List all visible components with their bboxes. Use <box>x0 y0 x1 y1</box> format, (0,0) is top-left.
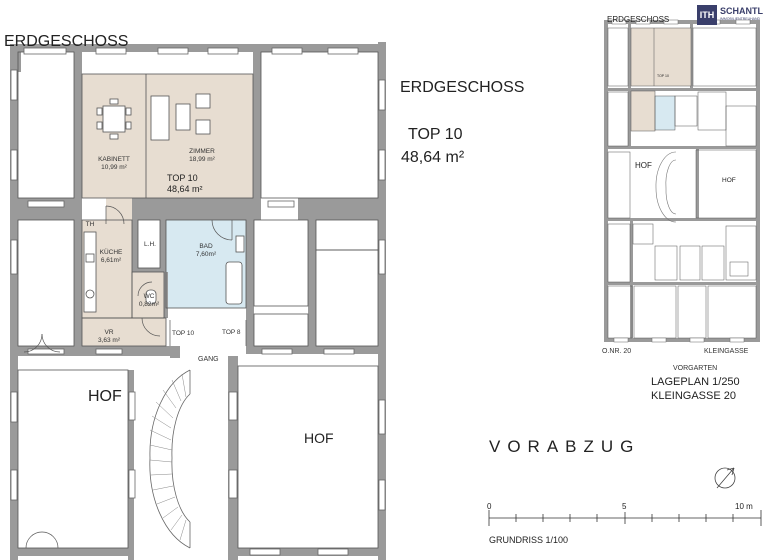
room-vr-area: 3,63 m² <box>97 337 121 344</box>
room-lh-name: L.H. <box>144 241 156 248</box>
front-garden-label: VORGARTEN <box>673 365 718 372</box>
room-kabinett-area: 10,99 m² <box>101 164 127 171</box>
door-label-top10: TOP 10 <box>172 330 195 337</box>
corridor-label: GANG <box>198 356 219 363</box>
logo-name: SCHANTL <box>720 6 763 16</box>
street-name: KLEINGASSE <box>704 348 749 355</box>
courtyard-right-label: HOF <box>304 430 334 446</box>
vr-fill <box>82 318 166 348</box>
room-bad-name: BAD <box>199 243 213 250</box>
site-courtyard-1: HOF <box>635 161 652 170</box>
room-wc-area: 0,82m² <box>138 301 160 308</box>
scale-end: 10 m <box>735 502 753 511</box>
room-vr-name: VR <box>104 329 114 336</box>
floor-label-right: ERDGESCHOSS <box>400 79 525 96</box>
inline-top-label: TOP 10 <box>167 173 198 183</box>
north-arrow-icon <box>714 467 736 489</box>
scale-start: 0 <box>487 502 492 511</box>
room-kueche-name: KÜCHE <box>99 249 123 256</box>
logo-mark-icon: ITH <box>697 5 717 25</box>
floor-label-top: ERDGESCHOSS <box>4 33 129 50</box>
room-zimmer-name: ZIMMER <box>189 148 215 155</box>
unit-title: TOP 10 <box>408 126 463 143</box>
inline-top-area: 48,64 m² <box>167 184 203 194</box>
site-address: KLEINGASSE 20 <box>651 390 736 402</box>
room-wc-name: WC <box>143 293 155 300</box>
logo-subtitle: IMMOBILIENTREUHAND <box>720 17 761 21</box>
room-bad-area: 7,60m² <box>195 251 217 258</box>
site-courtyard-2: HOF <box>722 177 736 184</box>
corridor-fill <box>106 198 132 220</box>
room-th-name: TH <box>85 221 95 228</box>
courtyard-left-label: HOF <box>88 388 122 405</box>
door-label-top8: TOP 8 <box>222 329 241 336</box>
scale-mid: 5 <box>622 502 627 511</box>
scale-label: GRUNDRISS 1/100 <box>489 535 569 545</box>
site-unit-label: TOP 10 <box>657 74 669 78</box>
room-kabinett-name: KABINETT <box>98 156 130 163</box>
site-top10-fill <box>631 28 691 86</box>
street-number: O.NR. 20 <box>602 348 632 355</box>
unit-area: 48,64 m² <box>401 149 465 166</box>
room-kueche-area: 6,61m² <box>100 257 122 264</box>
site-floor-label: ERDGESCHOSS <box>607 15 670 24</box>
draft-label: VORABZUG <box>489 437 641 456</box>
site-plan-label: LAGEPLAN 1/250 <box>651 376 740 388</box>
scale-bar <box>488 510 762 526</box>
room-zimmer-area: 18,99 m² <box>189 156 215 163</box>
